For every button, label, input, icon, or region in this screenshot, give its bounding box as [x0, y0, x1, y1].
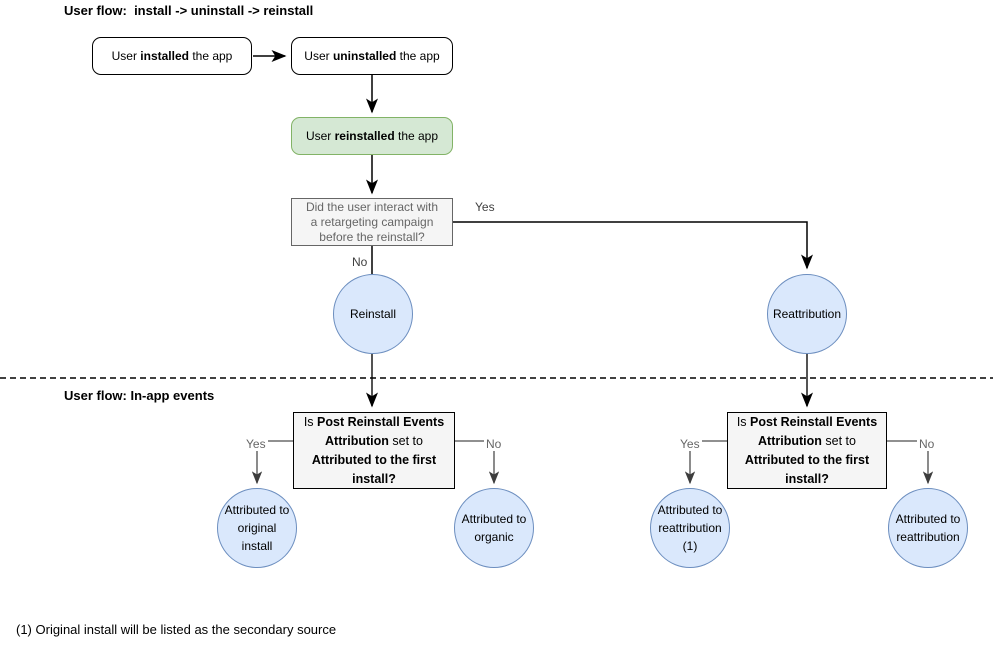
edge-label-no-left: No [484, 437, 504, 451]
decision-right-line-1: Is Post Reinstall Events [736, 414, 878, 429]
edge-label-no-right: No [917, 437, 937, 451]
edge-yes-to-reattribution-circle [453, 221, 813, 270]
node-user-uninstalled: User uninstalled the app [291, 37, 453, 75]
circle-text-line: (1) [682, 539, 698, 553]
decision-left-line-1: Is Post Reinstall Events [303, 414, 445, 429]
node-user-reinstalled: User reinstalled the app [291, 117, 453, 155]
node-retargeting-question: Did the user interact with a retargeting… [291, 198, 453, 246]
node-user-uninstalled-label: User uninstalled the app [304, 48, 440, 63]
question-line-1: Did the user interact with [305, 199, 439, 214]
reattribution-circle-label: Reattribution [772, 307, 842, 321]
edge-label-yes-right: Yes [678, 437, 702, 451]
circle-text-line: Attributed to [657, 503, 723, 517]
circle-text-line: reattribution [896, 530, 960, 544]
edge-label-yes-top: Yes [475, 200, 495, 214]
flow2-title: User flow: In-app events [64, 388, 215, 403]
node-reattribution-circle: Reattribution [767, 274, 847, 354]
node-user-reinstalled-label: User reinstalled the app [305, 128, 439, 143]
footnote: (1) Original install will be listed as t… [16, 622, 337, 637]
circle-text-line: Attributed to [224, 503, 290, 517]
node-reinstall-circle: Reinstall [333, 274, 413, 354]
node-attributed-reattribution-1: Attributed to reattribution (1) [650, 488, 730, 568]
reinstall-circle-label: Reinstall [349, 307, 397, 321]
node-attributed-organic: Attributed to organic [454, 488, 534, 568]
decision-left-line-2: Attribution set to [325, 433, 423, 448]
decision-right-line-2: Attribution set to [758, 433, 856, 448]
edge-label-no-top: No [350, 255, 370, 269]
circle-text-line: Attributed to [895, 512, 961, 526]
decision-right-line-3: Attributed to the first [744, 452, 870, 467]
circle-text-line: organic [474, 530, 514, 544]
node-decision-right: Is Post Reinstall Events Attribution set… [727, 412, 887, 489]
circle-text-line: Attributed to [461, 512, 527, 526]
flow1-title: User flow: install -> uninstall -> reins… [64, 3, 314, 18]
node-attributed-reattribution-2: Attributed to reattribution [888, 488, 968, 568]
decision-right-line-4: install? [785, 471, 829, 486]
decision-left-line-4: install? [352, 471, 396, 486]
circle-text-line: install [241, 539, 273, 553]
circle-text-line: original [237, 521, 277, 535]
question-line-2: a retargeting campaign [310, 214, 434, 229]
question-line-3: before the reinstall? [319, 229, 425, 244]
node-user-installed: User installed the app [92, 37, 252, 75]
node-user-installed-label: User installed the app [111, 48, 233, 63]
edge-label-yes-left: Yes [244, 437, 268, 451]
node-attributed-original-install: Attributed to original install [217, 488, 297, 568]
circle-text-line: reattribution [658, 521, 722, 535]
node-decision-left: Is Post Reinstall Events Attribution set… [293, 412, 455, 489]
decision-left-line-3: Attributed to the first [311, 452, 437, 467]
